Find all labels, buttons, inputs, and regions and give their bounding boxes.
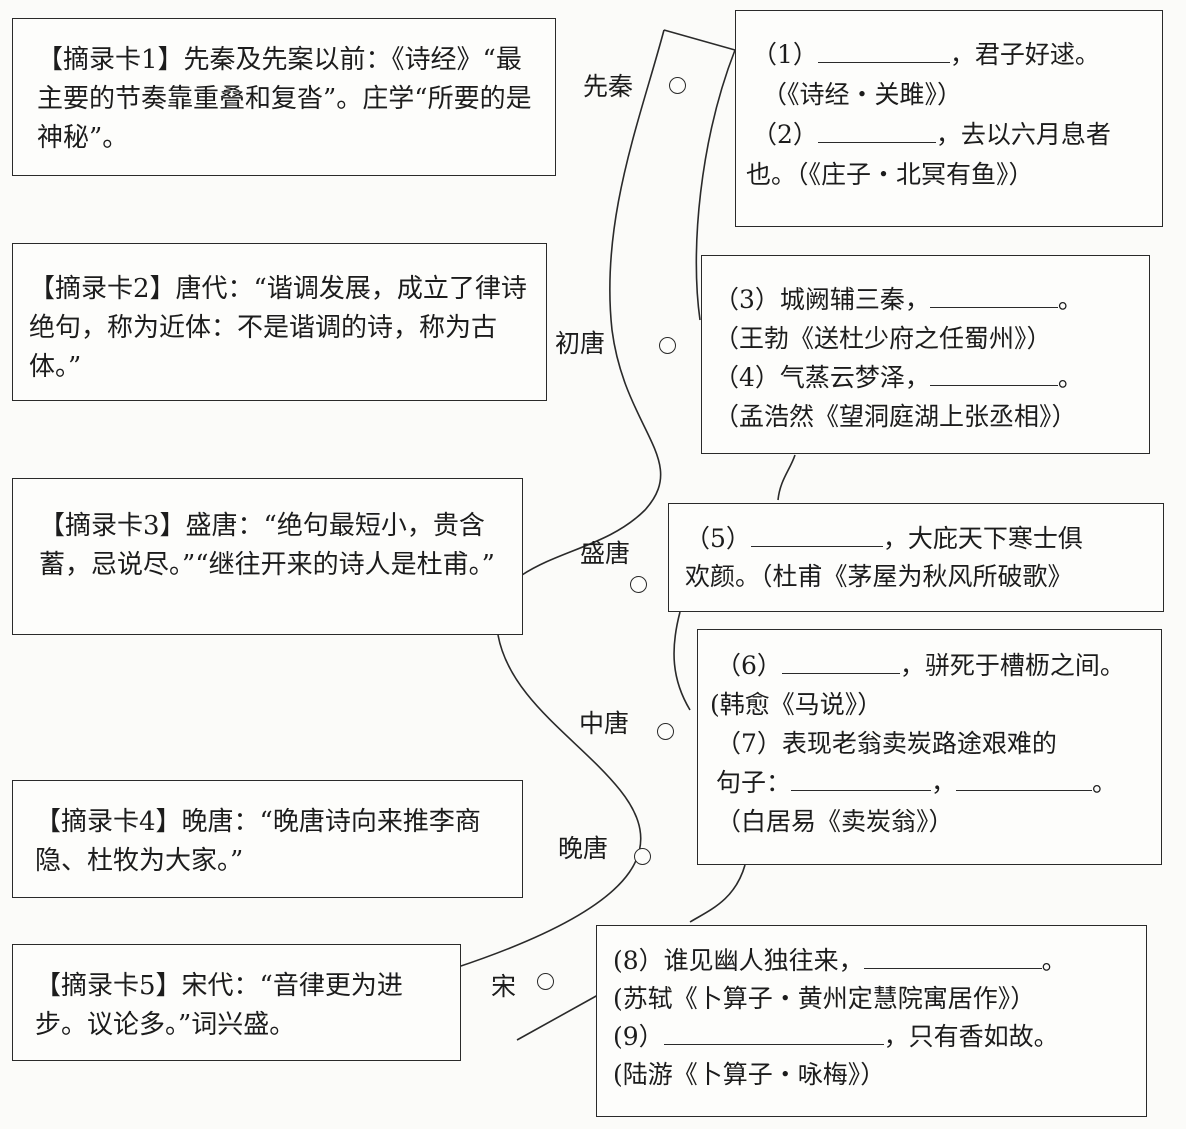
card-3-label: 【摘录卡3】 bbox=[39, 511, 186, 541]
timeline-connector-5 bbox=[689, 864, 746, 923]
q6-source: (韩愈《马说》） bbox=[710, 690, 883, 719]
question-box-shengtang: （5） ，大庇天下寒士俱 欢颜。（杜甫《茅屋为秋风所破歌》 bbox=[668, 503, 1164, 612]
excerpt-card-1: 【摘录卡1】先秦及先案以前：《诗经》“最主要的节奏靠重叠和复沓”。庄学“所要的是… bbox=[12, 18, 556, 176]
excerpt-card-2: 【摘录卡2】唐代：“谐调发展，成立了律诗绝句，称为近体：不是谐调的诗，称为古体。… bbox=[12, 243, 547, 401]
card-3-text: 盛唐：“绝句最短小，贵含蓄，忌说尽。”“继往开来的诗人是杜甫。” bbox=[39, 511, 495, 580]
q2-text: ，去以六月息者 bbox=[935, 120, 1111, 149]
question-box-chutang: （3）城阙辅三秦， 。 （王勃《送杜少府之任蜀州》） （4）气蒸云梦泽， 。 （孟浩… bbox=[701, 255, 1150, 454]
q3-source: （王勃《送杜少府之任蜀州》） bbox=[714, 324, 1052, 353]
card-5-label: 【摘录卡5】 bbox=[35, 971, 182, 1001]
era-node-wantang bbox=[634, 848, 651, 865]
timeline-right-edge bbox=[663, 29, 737, 321]
q2-blank[interactable] bbox=[817, 116, 936, 143]
era-label-shengtang: 盛唐 bbox=[580, 539, 631, 568]
card-5-text: 宋代：“音律更为进步。议论多。”词兴盛。 bbox=[35, 971, 403, 1040]
q1-blank[interactable] bbox=[817, 36, 950, 63]
timeline-connector-6 bbox=[516, 994, 599, 1041]
q6-number: （6） bbox=[716, 651, 782, 680]
q3-end: 。 bbox=[1057, 285, 1083, 314]
timeline-connector-2 bbox=[777, 454, 796, 501]
q4-end: 。 bbox=[1057, 363, 1083, 392]
era-label-chutang: 初唐 bbox=[555, 329, 606, 358]
q4-blank[interactable] bbox=[929, 359, 1058, 386]
q6-text: ，骈死于槽枥之间。 bbox=[899, 651, 1125, 680]
q3-blank[interactable] bbox=[929, 281, 1058, 308]
q2-continuation: 也。（《庄子・北冥有鱼》） bbox=[746, 160, 1034, 189]
q8-text: (8）谁见幽人独往来， bbox=[613, 946, 864, 975]
q8-source: (苏轼《卜算子・黄州定慧院寓居作》） bbox=[613, 984, 1036, 1013]
excerpt-card-3: 【摘录卡3】盛唐：“绝句最短小，贵含蓄，忌说尽。”“继往开来的诗人是杜甫。” bbox=[12, 478, 523, 635]
card-2-text: 唐代：“谐调发展，成立了律诗绝句，称为近体：不是谐调的诗，称为古体。” bbox=[29, 274, 527, 382]
era-node-song bbox=[537, 973, 554, 990]
q7-blank-1[interactable] bbox=[791, 764, 932, 791]
excerpt-card-4: 【摘录卡4】晚唐：“晚唐诗向来推李商隐、杜牧为大家。” bbox=[12, 780, 523, 898]
era-node-xianqin bbox=[669, 77, 686, 94]
q7-end: 。 bbox=[1092, 768, 1118, 797]
era-node-shengtang bbox=[630, 576, 647, 593]
q7-source: （白居易《卖炭翁》） bbox=[716, 807, 954, 836]
q9-text: ，只有香如故。 bbox=[883, 1022, 1059, 1051]
q8-end: 。 bbox=[1041, 946, 1067, 975]
q5-continuation: 欢颜。（杜甫《茅屋为秋风所破歌》 bbox=[685, 562, 1073, 591]
q1-number: （1） bbox=[752, 40, 818, 69]
q8-blank[interactable] bbox=[863, 942, 1042, 969]
q5-number: （5） bbox=[685, 524, 751, 553]
q1-source: （《诗经・关雎》） bbox=[762, 80, 963, 109]
timeline-connector-3 bbox=[673, 611, 691, 711]
q7-mid: ， bbox=[931, 768, 957, 797]
era-label-wantang: 晚唐 bbox=[558, 834, 609, 863]
q3-text: （3）城阙辅三秦， bbox=[714, 285, 930, 314]
timeline-left-edge bbox=[521, 29, 665, 576]
q9-source: (陆游《卜算子・咏梅》） bbox=[613, 1060, 886, 1089]
q6-blank[interactable] bbox=[781, 647, 900, 674]
q4-text: （4）气蒸云梦泽， bbox=[714, 363, 930, 392]
timeline-connector-4 bbox=[454, 634, 642, 969]
card-2-label: 【摘录卡2】 bbox=[29, 274, 176, 304]
q7-blank-2[interactable] bbox=[956, 764, 1093, 791]
question-box-song: (8）谁见幽人独往来， 。 (苏轼《卜算子・黄州定慧院寓居作》） (9） ，只有香如… bbox=[596, 925, 1147, 1117]
card-1-text: 先秦及先案以前：《诗经》“最主要的节奏靠重叠和复沓”。庄学“所要的是神秘”。 bbox=[37, 45, 532, 153]
card-4-label: 【摘录卡4】 bbox=[35, 807, 182, 837]
card-1-label: 【摘录卡1】 bbox=[37, 45, 184, 75]
era-label-song: 宋 bbox=[491, 972, 517, 1001]
q4-source: （孟浩然《望洞庭湖上张丞相》） bbox=[714, 402, 1077, 431]
era-label-zhongtang: 中唐 bbox=[579, 709, 630, 738]
era-node-zhongtang bbox=[657, 723, 674, 740]
q5-text: ，大庇天下寒士俱 bbox=[882, 524, 1083, 553]
q7-text: （7）表现老翁卖炭路途艰难的 bbox=[716, 729, 1057, 758]
excerpt-card-5: 【摘录卡5】宋代：“音律更为进步。议论多。”词兴盛。 bbox=[12, 944, 461, 1061]
q1-text: ，君子好逑。 bbox=[949, 40, 1100, 69]
q7-prefix: 句子： bbox=[716, 768, 792, 797]
era-label-xianqin: 先秦 bbox=[583, 72, 634, 101]
era-node-chutang bbox=[659, 337, 676, 354]
q5-blank[interactable] bbox=[750, 520, 883, 547]
question-box-zhongtang: （6） ，骈死于槽枥之间。 (韩愈《马说》） （7）表现老翁卖炭路途艰难的 句子：… bbox=[697, 629, 1162, 865]
q9-blank[interactable] bbox=[663, 1018, 884, 1045]
q2-number: （2） bbox=[752, 120, 818, 149]
question-box-xianqin: （1） ，君子好逑。 （《诗经・关雎》） （2） ，去以六月息者 也。（《庄子・北冥… bbox=[735, 10, 1163, 227]
q9-number: (9） bbox=[613, 1022, 664, 1051]
card-4-text: 晚唐：“晚唐诗向来推李商隐、杜牧为大家。” bbox=[35, 807, 481, 876]
